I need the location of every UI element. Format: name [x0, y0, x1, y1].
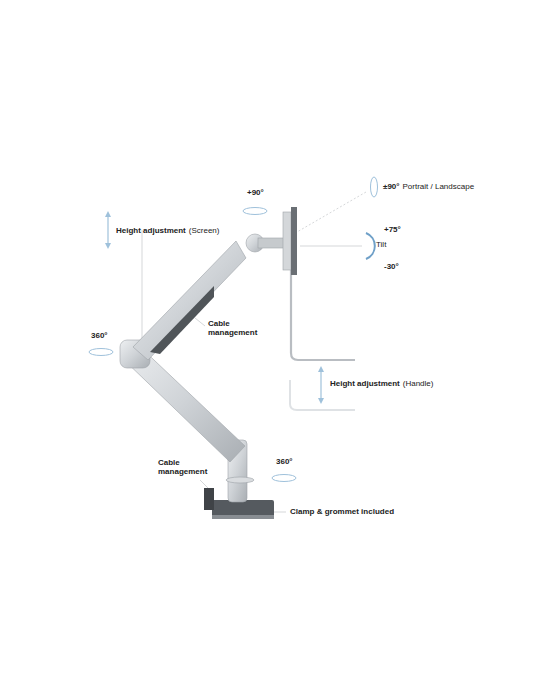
- leader-line: [297, 192, 366, 232]
- annotation-label: Height adjustment: [330, 379, 400, 388]
- leader-line: [142, 230, 143, 342]
- cable-cover: [150, 286, 214, 354]
- annotation-label: Tilt: [376, 240, 386, 249]
- rotation-symbol: [272, 475, 296, 482]
- leader-line: [300, 246, 362, 247]
- annotation-label: (Handle): [403, 379, 434, 388]
- handle: [291, 270, 355, 360]
- monitor-edge: [291, 207, 297, 275]
- annotation-label: +90°: [247, 188, 264, 197]
- clamp: [212, 515, 274, 519]
- column: [226, 477, 254, 483]
- height-arrow: [320, 369, 321, 401]
- rotation-symbol: [243, 208, 267, 215]
- tilt-symbol: [366, 233, 375, 259]
- rotation-symbol: [89, 349, 113, 356]
- annotation-label: Cable management: [208, 319, 260, 337]
- tilt-joint: [258, 238, 284, 248]
- annotation-label: +75°: [384, 225, 401, 234]
- annotation-label: Height adjustment: [116, 226, 186, 235]
- clamp: [204, 488, 214, 510]
- height-arrow: [107, 214, 108, 246]
- clamp: [212, 500, 274, 519]
- vesa-plate: [283, 212, 291, 270]
- leader-line: [195, 318, 205, 326]
- annotation-label: 360°: [91, 331, 108, 340]
- rotation-symbol: [371, 177, 378, 197]
- upper-arm: [133, 241, 246, 360]
- annotation-label: (Screen): [189, 226, 220, 235]
- annotation-label: 360°: [276, 457, 293, 466]
- annotation-label: ±90°: [383, 182, 400, 191]
- annotation-label: Cable management: [158, 458, 210, 476]
- annotation-label: Clamp & grommet included: [290, 507, 394, 516]
- annotation-label: -30°: [384, 262, 399, 271]
- annotation-label: Portrait / Landscape: [403, 182, 475, 191]
